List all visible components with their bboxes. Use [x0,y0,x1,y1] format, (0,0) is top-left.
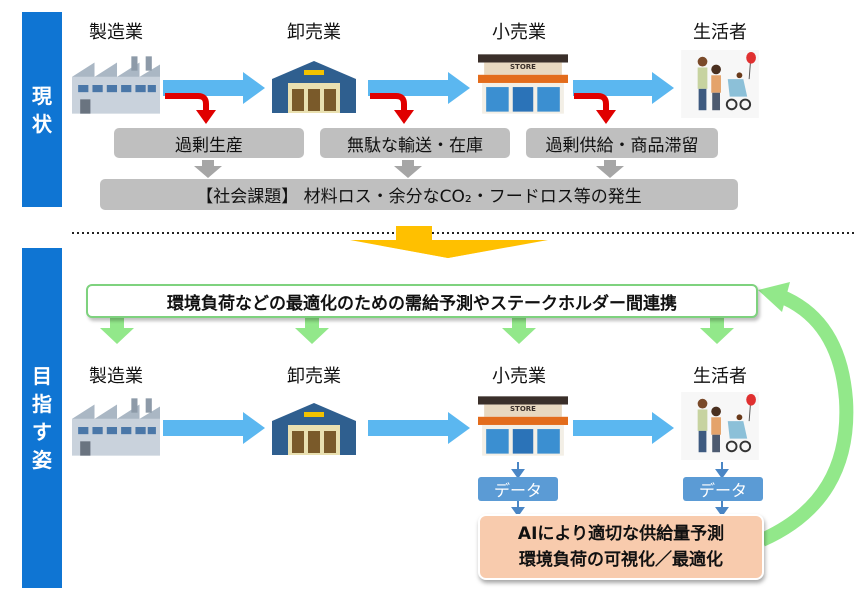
issue-box: 過剰生産 [114,128,304,158]
stage-label: 製造業 [89,366,143,387]
factory-icon [72,398,160,456]
warehouse-icon [272,403,356,455]
target-banner: 環境負荷などの最適化のための需給予測やステークホルダー間連携 [86,284,758,318]
stage-label: 小売業 [492,22,546,43]
family-icon [680,392,760,460]
green-down-arrows [100,318,734,344]
flow-arrows [163,72,674,104]
ai-box-line: 環境負荷の可視化／最適化 [519,550,723,570]
section-label-current: 現 状 [22,12,62,207]
ai-box-line: AIにより適切な供給量予測 [517,524,725,544]
stage-label: 卸売業 [287,366,341,387]
section-label-char: 指 [32,392,52,416]
flow-arrows [163,412,674,444]
stage-label: 生活者 [693,366,747,387]
issue-box: 過剰供給・商品滞留 [526,128,718,158]
section-label-char: 現 [32,83,52,108]
factory-icon [72,56,160,114]
target-flow [72,282,854,547]
section-label-char: す [32,420,52,444]
data-tag: データ [683,477,763,501]
feedback-arrow [759,289,854,547]
stage-label: 製造業 [89,22,143,43]
social-issue-bar: 【社会課題】 材料ロス・余分なCO₂・フードロス等の発生 [100,179,738,210]
store-sign: STORE [510,63,536,71]
section-label-char: 状 [32,111,52,136]
ai-prediction-box: AIにより適切な供給量予測 環境負荷の可視化／最適化 [478,514,764,580]
data-connectors [511,462,729,517]
grey-down-arrows [194,160,624,178]
current-flow [72,50,760,178]
section-label-target: 目 指 す 姿 [22,248,62,588]
data-tag: データ [478,477,558,501]
stage-label: 生活者 [693,22,747,43]
section-label-char: 姿 [32,448,52,472]
issue-box: 無駄な輸送・在庫 [320,128,510,158]
store-sign: STORE [510,405,536,413]
stage-label: 卸売業 [287,22,341,43]
stage-label: 小売業 [492,366,546,387]
red-down-arrows [165,93,609,112]
section-label-char: 目 [32,364,52,388]
family-icon [680,50,760,118]
warehouse-icon [272,61,356,113]
